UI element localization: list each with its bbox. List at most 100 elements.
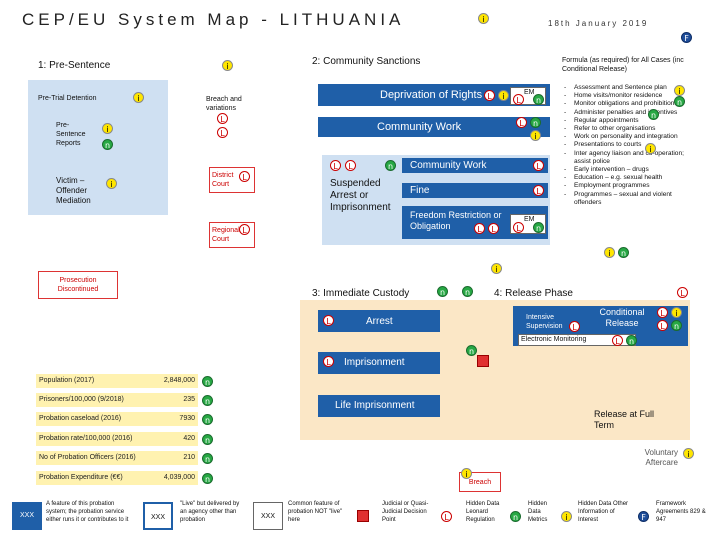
em3-hidden-icon[interactable]: n bbox=[626, 335, 637, 346]
pretrial-detention-label: Pre-Trial Detention bbox=[38, 95, 97, 102]
custody-hidden-icon[interactable]: n bbox=[437, 286, 448, 297]
suspended-label: Suspended Arrest or Imprisonment bbox=[330, 178, 391, 213]
community-info-icon[interactable]: i bbox=[222, 60, 233, 71]
fr-L2-icon[interactable]: L bbox=[488, 223, 499, 234]
release-L-icon[interactable]: L bbox=[677, 287, 688, 298]
cw-top-hidden-icon[interactable]: n bbox=[530, 117, 541, 128]
stat-row: Probation Expenditure (€€)4,039,000 bbox=[36, 471, 198, 485]
imprisonment-hidden-icon[interactable]: n bbox=[466, 345, 477, 356]
cw-top-info-icon[interactable]: i bbox=[530, 130, 541, 141]
electronic-monitoring-box[interactable]: Electronic Monitoring bbox=[518, 334, 636, 346]
stat-row: Probation caseload (2016)7930 bbox=[36, 412, 198, 426]
district-court-label: District Court bbox=[212, 172, 234, 188]
prosecution-discontinued-box[interactable]: Prosecution Discontinued bbox=[38, 271, 118, 299]
cw-top-L-icon[interactable]: L bbox=[516, 117, 527, 128]
info-icon[interactable]: i bbox=[478, 13, 489, 24]
legend-F-icon: F bbox=[638, 511, 649, 522]
reports-info-icon[interactable]: i bbox=[102, 123, 113, 134]
imprisonment-label: Imprisonment bbox=[344, 357, 405, 368]
em2-L-icon[interactable]: L bbox=[513, 222, 524, 233]
sus-L-icon[interactable]: L bbox=[330, 160, 341, 171]
section-divider-info-icon[interactable]: i bbox=[491, 263, 502, 274]
reports-hidden-icon[interactable]: n bbox=[102, 139, 113, 150]
pretrial-info-icon[interactable]: i bbox=[133, 92, 144, 103]
stat-hidden-icon[interactable]: n bbox=[202, 414, 213, 425]
formula-info-icon[interactable]: i bbox=[674, 85, 685, 96]
mediation-info-icon[interactable]: i bbox=[106, 178, 117, 189]
stat-hidden-icon[interactable]: n bbox=[202, 453, 213, 464]
is-L-icon[interactable]: L bbox=[569, 321, 580, 332]
formula-item: Refer to other organisations bbox=[564, 125, 688, 133]
arrest-L-icon[interactable]: L bbox=[323, 315, 334, 326]
legend-hidden-other-text: Hidden Data Other Information of Interes… bbox=[578, 501, 629, 523]
sus-L2-icon[interactable]: L bbox=[345, 160, 356, 171]
formula-item: Work on personality and integration bbox=[564, 133, 688, 141]
deprivation-of-rights-box[interactable] bbox=[318, 84, 550, 106]
em3-L-icon[interactable]: L bbox=[612, 335, 623, 346]
legend-feature-text: A feature of this probation system; the … bbox=[46, 501, 129, 523]
district-L-icon[interactable]: L bbox=[239, 171, 250, 182]
em-hidden-icon[interactable]: n bbox=[533, 94, 544, 105]
imprisonment-box[interactable] bbox=[318, 352, 440, 374]
sus-hidden-icon[interactable]: n bbox=[385, 160, 396, 171]
arrest-box[interactable] bbox=[318, 310, 440, 332]
formula-item: Programmes – sexual and violent offender… bbox=[564, 191, 688, 207]
dep-info-icon[interactable]: i bbox=[498, 90, 509, 101]
formula-info3-icon[interactable]: i bbox=[604, 247, 615, 258]
stat-row: Probation rate/100,000 (2016)420 bbox=[36, 432, 198, 446]
community-work-top-box[interactable] bbox=[318, 117, 550, 137]
stat-hidden-icon[interactable]: n bbox=[202, 473, 213, 484]
breach-L2-icon[interactable]: L bbox=[217, 127, 228, 138]
regional-L-icon[interactable]: L bbox=[239, 224, 250, 235]
framework-icon[interactable]: F bbox=[681, 32, 692, 43]
formula-title: Formula (as required) for All Cases (inc… bbox=[562, 57, 684, 73]
regional-court-label: Regional Court bbox=[212, 227, 240, 243]
intensive-supervision-label: Intensive Supervision bbox=[526, 314, 563, 330]
pre-sentence-panel bbox=[28, 80, 168, 215]
formula-list: Assessment and Sentence plan Home visits… bbox=[560, 84, 688, 207]
formula-item: Home visits/monitor residence bbox=[564, 92, 688, 100]
cw-L-icon[interactable]: L bbox=[533, 160, 544, 171]
life-imprisonment-box[interactable] bbox=[318, 395, 440, 417]
formula-info2-icon[interactable]: i bbox=[645, 143, 656, 154]
formula-hidden-icon[interactable]: n bbox=[674, 96, 685, 107]
victim-mediation-label: Victim – Offender Mediation bbox=[56, 176, 91, 205]
legend-L-icon: L bbox=[441, 511, 452, 522]
stat-hidden-icon[interactable]: n bbox=[202, 395, 213, 406]
fine-label: Fine bbox=[410, 185, 430, 196]
fine-L-icon[interactable]: L bbox=[533, 185, 544, 196]
breach-L-icon[interactable]: L bbox=[217, 113, 228, 124]
voluntary-aftercare-label: Voluntary Aftercare bbox=[644, 448, 678, 467]
deprivation-of-rights-label: Deprivation of Rights bbox=[380, 89, 483, 101]
stat-hidden-icon[interactable]: n bbox=[202, 376, 213, 387]
cr-L2-icon[interactable]: L bbox=[657, 320, 668, 331]
aftercare-info-icon[interactable]: i bbox=[683, 448, 694, 459]
cr-L-icon[interactable]: L bbox=[657, 307, 668, 318]
section-2-title: 2: Community Sanctions bbox=[312, 56, 421, 67]
cr-hidden-icon[interactable]: n bbox=[671, 320, 682, 331]
formula-hidden2-icon[interactable]: n bbox=[648, 109, 659, 120]
fr-L-icon[interactable]: L bbox=[474, 223, 485, 234]
em2-hidden-icon[interactable]: n bbox=[533, 222, 544, 233]
life-imprisonment-label: Life Imprisonment bbox=[335, 400, 415, 411]
stat-hidden-icon[interactable]: n bbox=[202, 434, 213, 445]
cr-info-icon[interactable]: i bbox=[671, 307, 682, 318]
custody-hidden2-icon[interactable]: n bbox=[462, 286, 473, 297]
legend-other-agency-swatch: XXX bbox=[143, 502, 173, 530]
legend-live-but-text: "Live" but delivered by an agency other … bbox=[180, 501, 240, 523]
community-work-top-label: Community Work bbox=[377, 121, 462, 133]
judicial-decision-marker[interactable] bbox=[477, 355, 489, 367]
legend-common-text: Common feature of probation NOT "live" h… bbox=[288, 501, 343, 523]
em-L-icon[interactable]: L bbox=[513, 94, 524, 105]
breach-info-icon[interactable]: i bbox=[461, 468, 472, 479]
formula-hidden3-icon[interactable]: n bbox=[618, 247, 629, 258]
formula-item: Administer penalties and incentives bbox=[564, 109, 688, 117]
community-work-box[interactable] bbox=[402, 158, 548, 173]
imprisonment-L-icon[interactable]: L bbox=[323, 356, 334, 367]
legend-common-swatch: XXX bbox=[253, 502, 283, 530]
map-date: 18th January 2019 bbox=[548, 19, 649, 28]
fine-box[interactable] bbox=[402, 183, 548, 198]
legend-i-icon: i bbox=[561, 511, 572, 522]
dep-L-icon[interactable]: L bbox=[484, 90, 495, 101]
legend-framework-text: Framework Agreements 829 & 947 bbox=[656, 501, 706, 523]
